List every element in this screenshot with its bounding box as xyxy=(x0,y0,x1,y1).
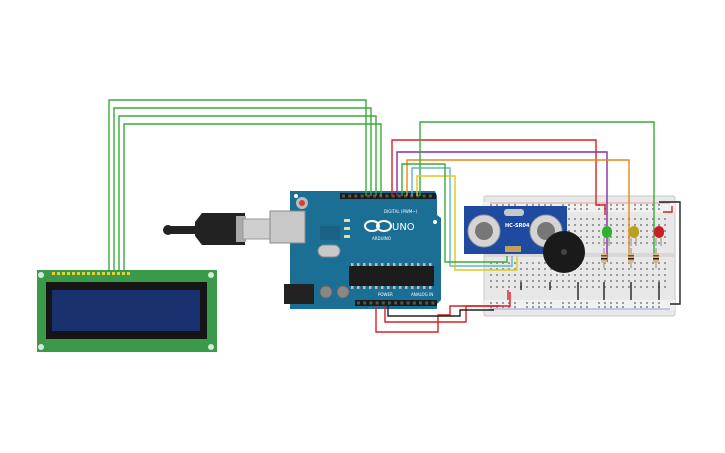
signal-wires xyxy=(375,121,681,333)
usb-port xyxy=(269,210,306,244)
orange-wire xyxy=(406,159,630,262)
lcd-16x2 xyxy=(37,270,217,352)
analog-header-label: ANALOG IN xyxy=(411,292,433,297)
gnd-wire xyxy=(387,306,494,317)
power-wire-2 xyxy=(375,305,500,333)
capacitor-2 xyxy=(336,285,350,299)
red-led xyxy=(654,226,664,246)
sensor-label: HC-SR04 xyxy=(505,223,530,229)
usb-cable xyxy=(163,213,274,245)
capacitor-1 xyxy=(319,285,333,299)
power-5v-wire xyxy=(384,292,511,323)
arduino-model: UNO xyxy=(392,222,415,233)
purple-wire xyxy=(396,151,608,262)
ultrasonic-sensor: HC-SR04 xyxy=(464,206,567,254)
crystal xyxy=(317,244,341,258)
gnd-rail-wire xyxy=(659,201,681,305)
arduino-brand: ARDUINO xyxy=(372,236,391,241)
resistor-3 xyxy=(653,248,659,268)
green-wire xyxy=(419,121,655,262)
buzzer xyxy=(543,231,585,273)
yellow-led xyxy=(629,226,639,246)
green-led xyxy=(602,226,612,246)
resistors xyxy=(601,248,659,268)
leds xyxy=(602,226,664,246)
cyan-wire xyxy=(411,167,513,267)
power-jack xyxy=(284,284,314,304)
red-rail-jumper xyxy=(663,206,673,213)
yellow-wire xyxy=(416,175,518,271)
lcd-screen xyxy=(52,290,200,331)
arduino-logo xyxy=(364,220,392,232)
chip-pins xyxy=(351,263,432,289)
lcd-pins xyxy=(52,272,130,275)
digital-header-label: DIGITAL (PWM~) xyxy=(384,209,418,214)
red-wire xyxy=(391,139,606,215)
power-header-label: POWER xyxy=(378,292,393,297)
arduino-uno: ARDUINO UNO DIGITAL (PWM~) POWER ANALOG … xyxy=(163,191,441,309)
green-wire-2 xyxy=(401,163,508,263)
lcd-wires xyxy=(108,99,382,270)
resistor-1 xyxy=(601,248,607,268)
resistor-2 xyxy=(628,248,634,268)
atmega-chip xyxy=(349,266,434,286)
